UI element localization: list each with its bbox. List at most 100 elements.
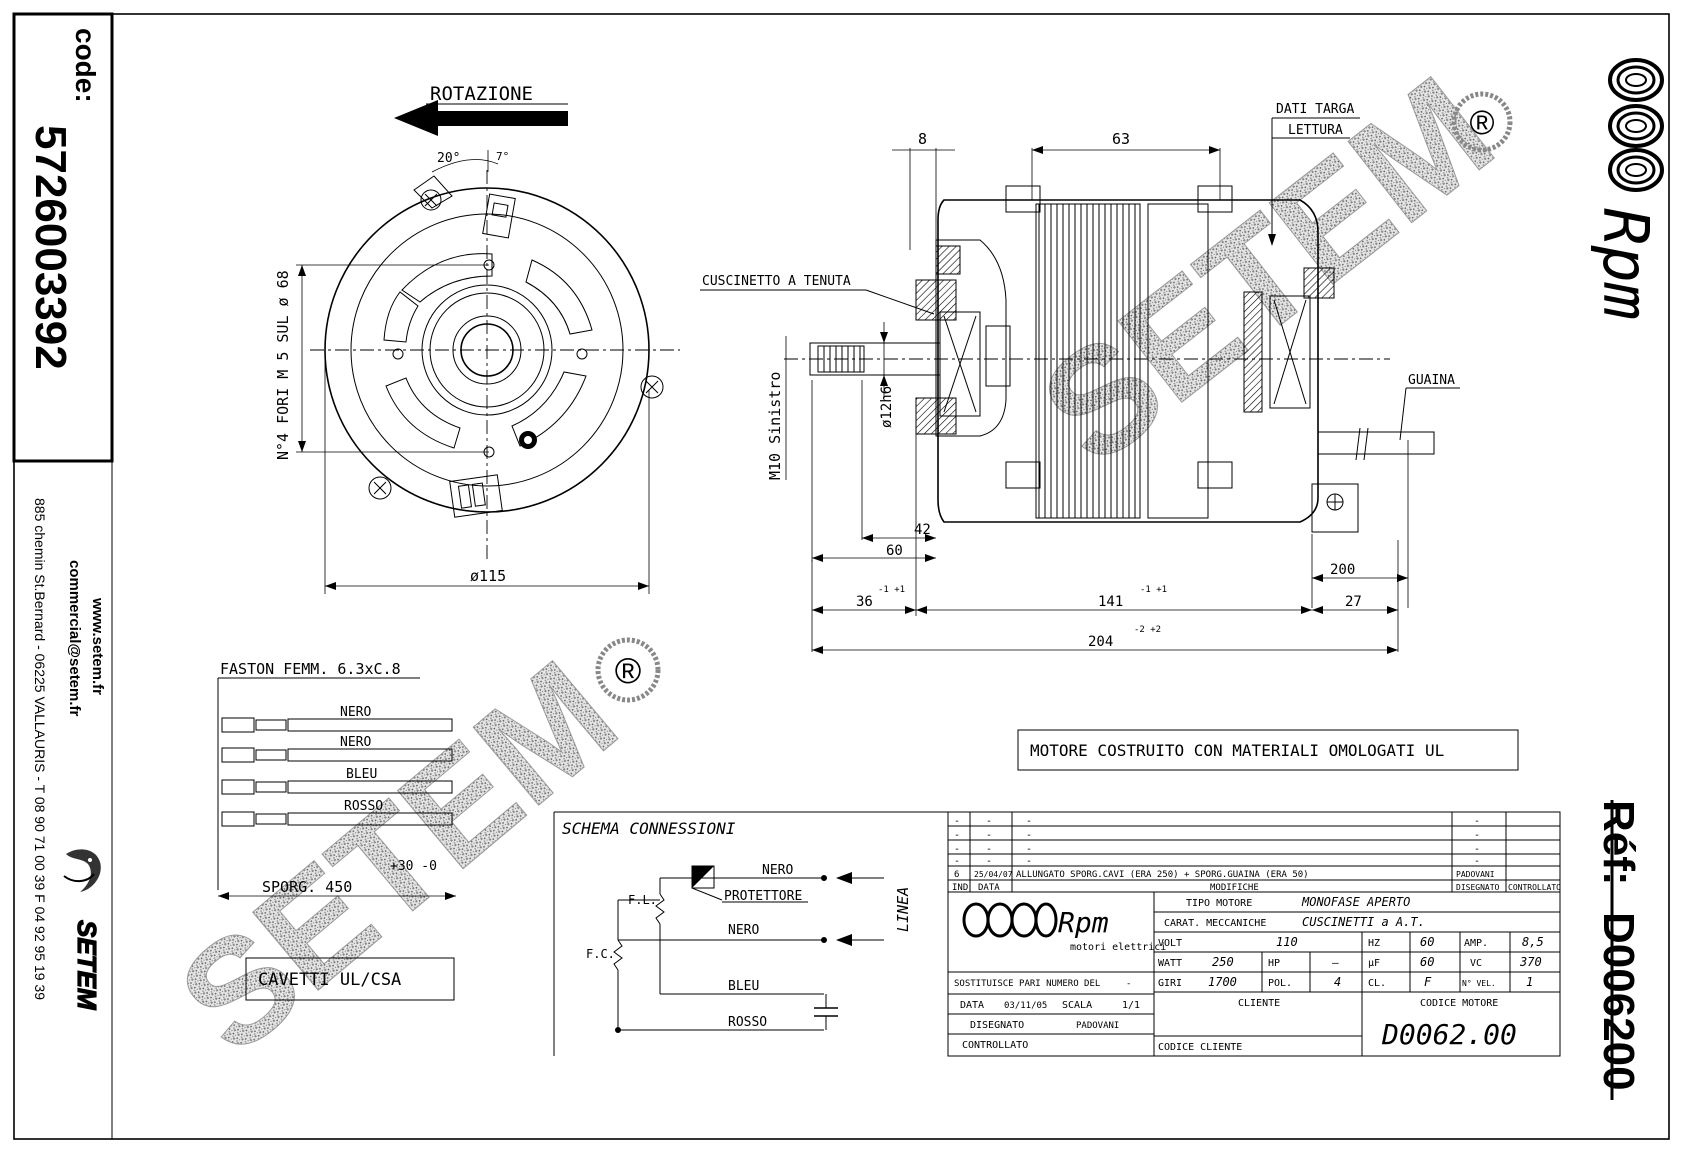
- wiring-leads: FASTON FEMM. 6.3xC.8 NERO NERO BLEU ROSS…: [217, 660, 456, 1001]
- vent-slot: [525, 259, 593, 335]
- ref-value: D006200: [1594, 912, 1643, 1091]
- revision-row: - - - -: [954, 830, 1480, 841]
- svg-text:27: 27: [1345, 594, 1362, 610]
- main-frame: [111, 13, 1670, 1140]
- svg-text:®: ®: [1469, 104, 1494, 142]
- svg-text:NERO: NERO: [728, 923, 759, 938]
- svg-text:DATA: DATA: [960, 1000, 984, 1011]
- line-arrow-icon: [836, 934, 852, 946]
- svg-text:-: -: [1126, 979, 1131, 989]
- svg-text:-: -: [954, 816, 960, 827]
- certification-box: [1017, 729, 1519, 771]
- terminal-block-bottom: [449, 474, 503, 518]
- svg-text:IND: IND: [952, 883, 968, 893]
- stator-laminations: [1035, 203, 1141, 519]
- rpm-coil-logo: [1608, 58, 1664, 192]
- svg-text:DISEGNATO: DISEGNATO: [970, 1020, 1024, 1031]
- cables-box: [245, 957, 455, 1001]
- svg-text:PADOVANI: PADOVANI: [1076, 1021, 1119, 1031]
- bearing-label: CUSCINETTO A TENUTA: [702, 274, 851, 289]
- email[interactable]: commercial@setem.fr: [66, 560, 83, 717]
- svg-text:POL.: POL.: [1268, 978, 1292, 989]
- lead-rosso: ROSSO: [221, 799, 453, 827]
- svg-text:60: 60: [886, 543, 903, 559]
- fl-winding: [655, 893, 665, 925]
- vent-slot: [511, 371, 587, 447]
- svg-text:MONOFASE APERTO: MONOFASE APERTO: [1301, 895, 1410, 909]
- watermark-bottom: SETEM: [149, 630, 647, 1085]
- svg-text:PADOVANI: PADOVANI: [1456, 870, 1495, 879]
- svg-text:8: 8: [918, 130, 927, 148]
- terminal-block-top: [482, 193, 516, 239]
- svg-text:03/11/05: 03/11/05: [1004, 1001, 1047, 1011]
- svg-text:VC: VC: [1470, 958, 1482, 969]
- svg-text:-: -: [1474, 856, 1480, 867]
- motor-code-value: D0062.00: [1381, 1018, 1517, 1051]
- rear-bearing-housing: [1243, 291, 1263, 413]
- svg-text:CONTROLLATO: CONTROLLATO: [1508, 883, 1561, 892]
- svg-text:250: 250: [1212, 955, 1234, 969]
- svg-text:PROTETTORE: PROTETTORE: [724, 889, 802, 904]
- svg-text:-: -: [986, 856, 992, 867]
- svg-text:1700: 1700: [1208, 975, 1237, 989]
- side-view: 8 63 DATI TARGA LETTURA: [700, 102, 1460, 654]
- svg-text:-: -: [954, 830, 960, 841]
- revision-row: - - - -: [954, 816, 1480, 827]
- sidebar: code: 5726003392 www.setem.fr commercial…: [26, 28, 106, 1012]
- svg-text:ALLUNGATO SPORG.CAVI (ERA 250): ALLUNGATO SPORG.CAVI (ERA 250) + SPORG.G…: [1016, 870, 1309, 880]
- svg-text:CL.: CL.: [1368, 978, 1386, 989]
- svg-text:42: 42: [914, 522, 931, 538]
- svg-text:25/04/07: 25/04/07: [974, 870, 1013, 879]
- svg-text:CUSCINETTI a A.T.: CUSCINETTI a A.T.: [1302, 915, 1425, 929]
- spec-row-volt: VOLT 110 HZ 60 AMP. 8,5: [1158, 935, 1544, 949]
- lead-nero-1: NERO: [221, 705, 453, 733]
- svg-text:µF: µF: [1368, 958, 1380, 969]
- svg-text:BLEU: BLEU: [346, 767, 377, 782]
- sporg-tolerance: +30 -0: [390, 859, 437, 874]
- revision-row: 6 25/04/07 ALLUNGATO SPORG.CAVI (ERA 250…: [954, 870, 1495, 880]
- svg-text:36: 36: [856, 594, 873, 610]
- svg-text:110: 110: [1276, 935, 1298, 949]
- svg-text:CLIENTE: CLIENTE: [1238, 998, 1280, 1009]
- svg-text:-: -: [1026, 830, 1032, 841]
- svg-text:GIRI: GIRI: [1158, 978, 1182, 989]
- rpm-title-logo: [962, 902, 1058, 938]
- svg-text:141: 141: [1098, 594, 1123, 610]
- svg-text:SCALA: SCALA: [1062, 1000, 1092, 1011]
- revision-header: IND DATA MODIFICHE DISEGNATO CONTROLLATO: [952, 883, 1561, 893]
- svg-text:-: -: [954, 844, 960, 855]
- holes-label: N°4 FORI M 5 SUL ø 68: [274, 270, 292, 460]
- svg-text:HP: HP: [1268, 958, 1280, 969]
- mounting-tab: [413, 175, 453, 209]
- rotation-arrow-icon: [394, 100, 568, 136]
- svg-text:-: -: [1026, 856, 1032, 867]
- connection-schema: SCHEMA CONNESSIONI NERO PROTETTORE F.L. …: [553, 811, 948, 1056]
- svg-text:AMP.: AMP.: [1464, 938, 1488, 949]
- spec-row-giri: GIRI 1700 POL. 4 CL. F N° VEL. 1: [1158, 975, 1533, 989]
- svg-text:SOSTITUISCE PARI NUMERO DEL: SOSTITUISCE PARI NUMERO DEL: [954, 979, 1100, 989]
- svg-text:VOLT: VOLT: [1158, 938, 1182, 949]
- spec-row-watt: WATT 250 HP — µF 60 VC 370: [1158, 955, 1542, 969]
- svg-text:1: 1: [1526, 975, 1533, 989]
- code-box: [12, 12, 114, 463]
- right-panel: Rpm Réf: D006200: [1589, 58, 1664, 1100]
- website[interactable]: www.setem.fr: [89, 597, 106, 695]
- svg-text:BLEU: BLEU: [728, 979, 759, 994]
- shaft-diameter: ø12h6: [879, 386, 895, 428]
- front-view: ROTAZIONE 20° 7°: [274, 83, 680, 594]
- reading-label: LETTURA: [1288, 123, 1343, 138]
- svg-text:-: -: [986, 830, 992, 841]
- vent-slot: [383, 291, 419, 343]
- svg-text:8,5: 8,5: [1522, 935, 1544, 949]
- svg-text:20°: 20°: [437, 151, 460, 166]
- ref-label: Réf:: [1594, 800, 1643, 886]
- sheath-label: GUAINA: [1408, 373, 1455, 388]
- certification-text: MOTORE COSTRUITO CON MATERIALI OMOLOGATI…: [1030, 741, 1444, 760]
- rotation-label: ROTAZIONE: [430, 83, 533, 105]
- svg-text:7°: 7°: [496, 150, 509, 163]
- svg-text:63: 63: [1112, 130, 1130, 148]
- protector-symbol: [691, 865, 723, 901]
- svg-text:CODICE MOTORE: CODICE MOTORE: [1420, 998, 1498, 1009]
- revision-row: - - - -: [954, 856, 1480, 867]
